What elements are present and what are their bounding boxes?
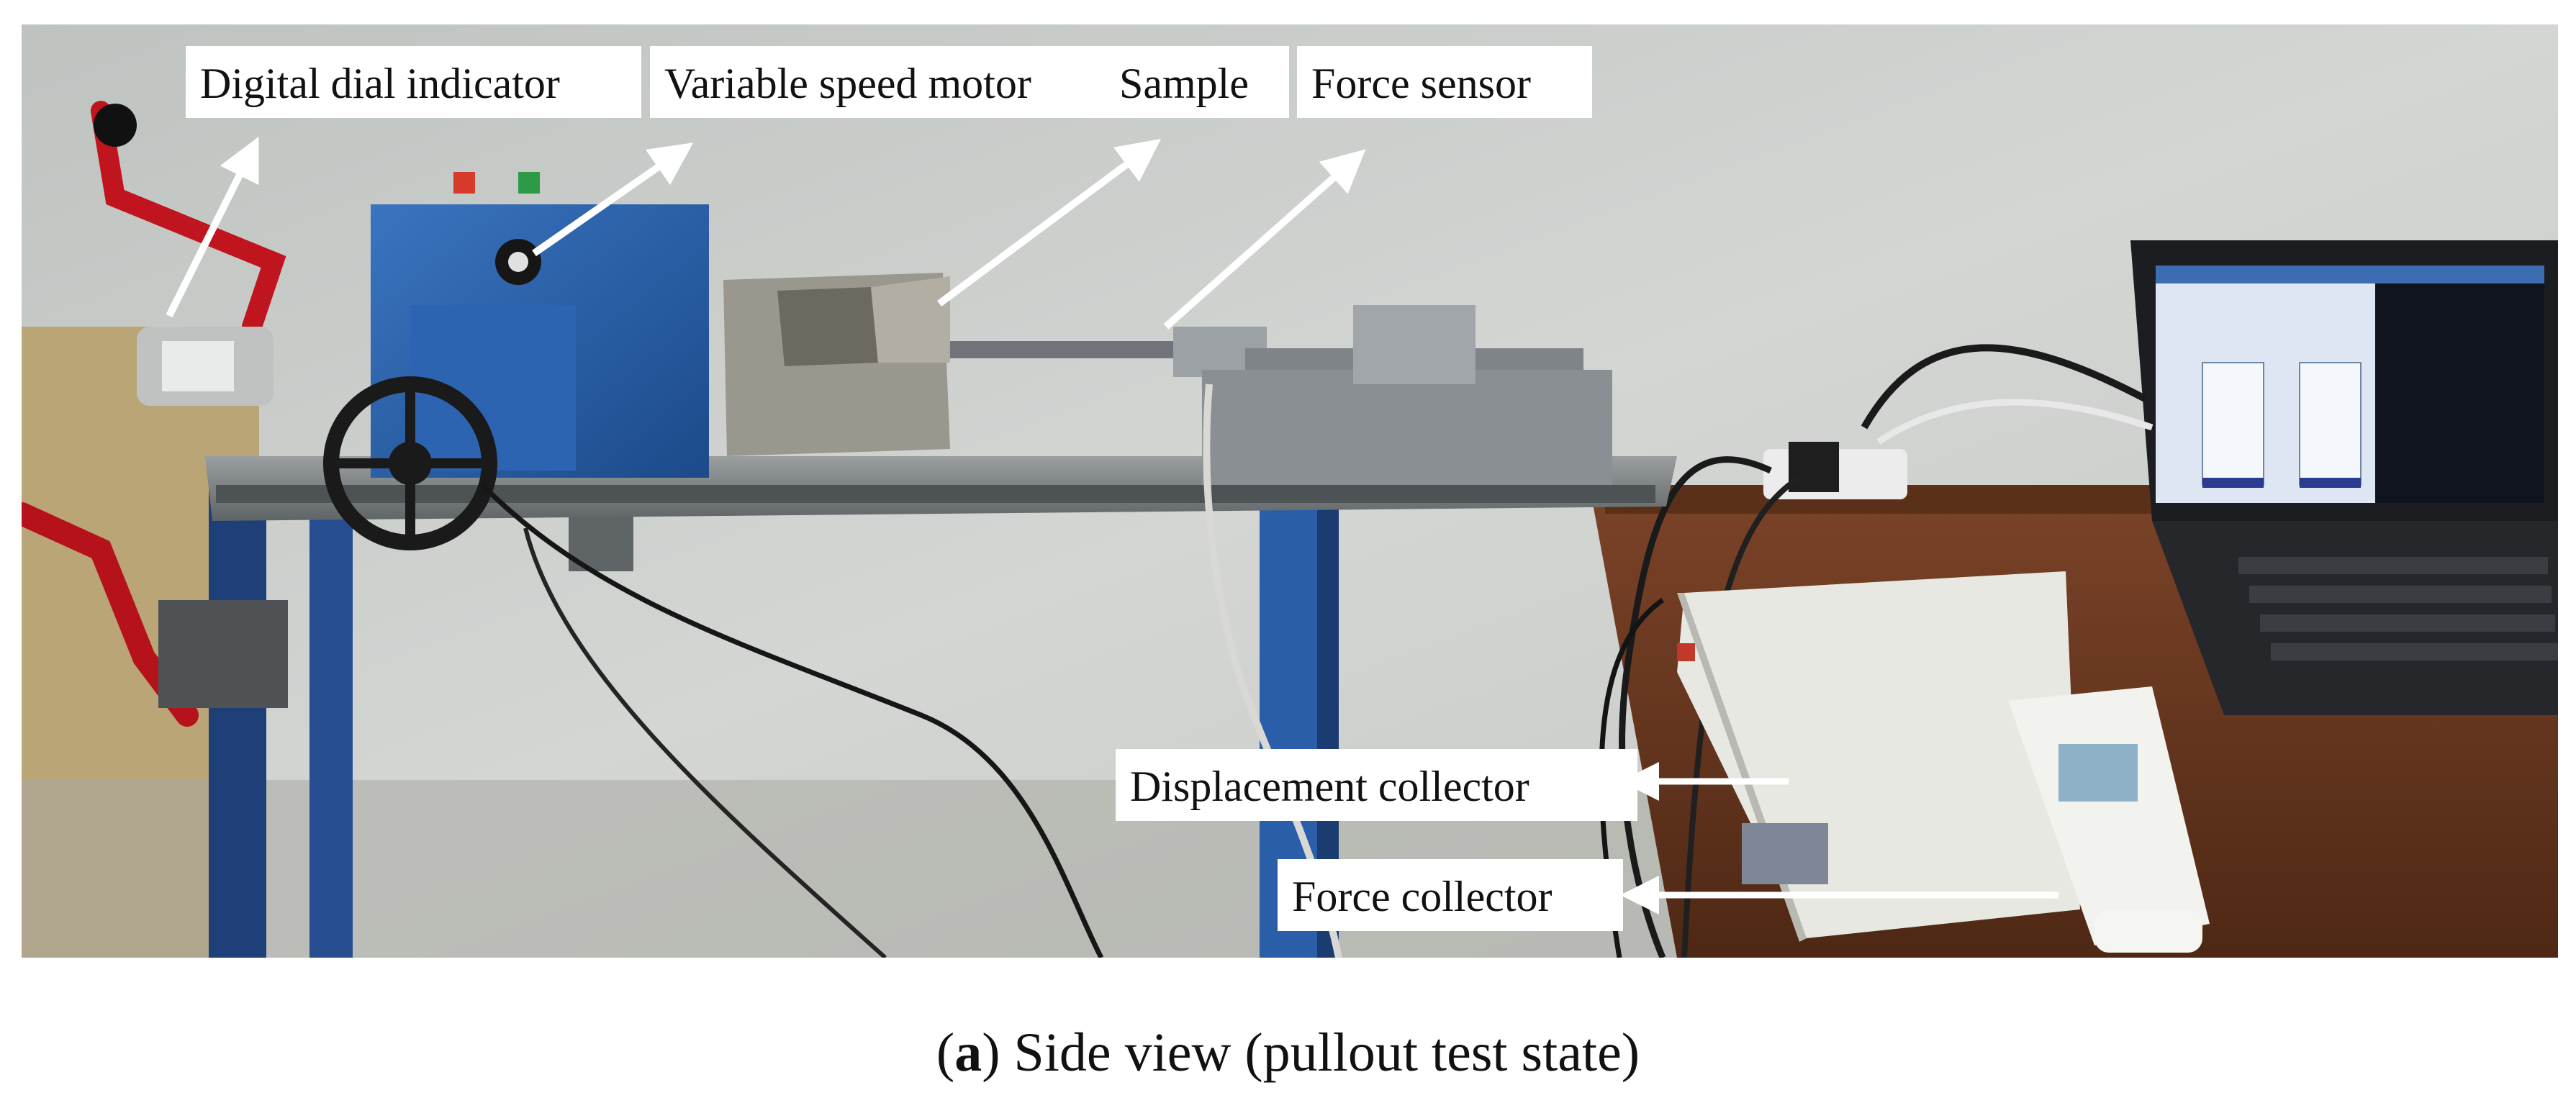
caption-open-paren: (	[936, 1022, 955, 1083]
caption-letter: a	[954, 1022, 982, 1083]
label-force-sensor: Force sensor	[1297, 46, 1592, 118]
label-sample: Sample	[1105, 46, 1289, 118]
caption-text: ) Side view (pullout test state)	[982, 1022, 1640, 1083]
label-force-collector: Force collector	[1278, 859, 1623, 931]
figure-caption: (a) Side view (pullout test state)	[0, 1022, 2576, 1084]
label-digital-dial-indicator: Digital dial indicator	[186, 46, 641, 118]
photo-figure: Digital dial indicator Variable speed mo…	[22, 24, 2558, 958]
label-displacement-collector: Displacement collector	[1116, 749, 1637, 821]
label-variable-speed-motor: Variable speed motor	[650, 46, 1118, 118]
